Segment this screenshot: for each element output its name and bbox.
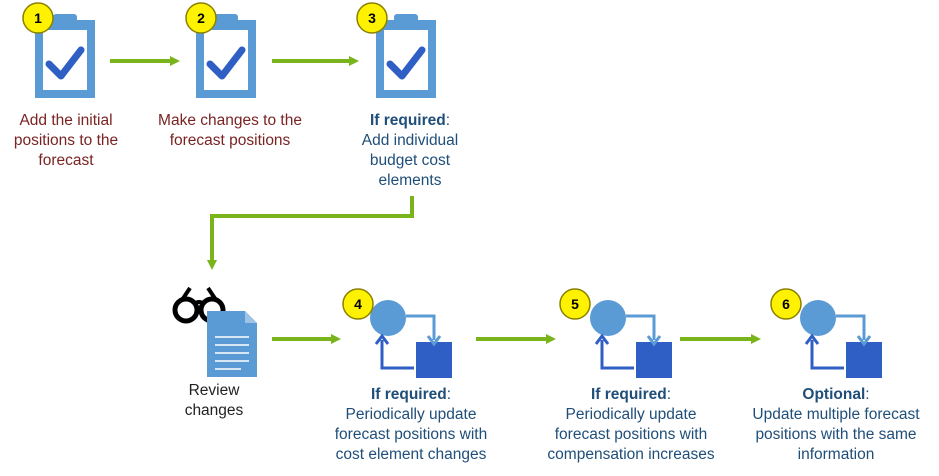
step-badge: 4: [342, 288, 374, 320]
caption-line: information: [797, 446, 875, 463]
step-6-caption: Optional: Update multiple forecast posit…: [738, 385, 934, 465]
step-badge: 1: [22, 2, 54, 34]
caption-line: compensation increases: [547, 446, 715, 463]
step-badge: 2: [185, 2, 217, 34]
svg-text:3: 3: [368, 10, 376, 26]
document-icon: [207, 311, 257, 377]
cycle-update-icon: [370, 300, 452, 378]
caption-line: forecast: [38, 152, 94, 169]
caption-line: Make changes to the: [158, 112, 302, 129]
step-badge: 6: [770, 288, 802, 320]
caption-line: changes: [184, 402, 244, 419]
svg-text:2: 2: [197, 10, 205, 26]
caption-line: positions to the: [13, 132, 119, 149]
caption-heading: If required: [590, 386, 667, 403]
caption-line: Add the initial: [19, 112, 113, 129]
caption-heading: If required: [369, 112, 446, 129]
svg-text:4: 4: [354, 296, 362, 312]
caption-line: cost element changes: [335, 446, 487, 463]
caption-line: elements: [378, 172, 442, 189]
caption-line: forecast positions with: [334, 426, 488, 443]
step-2-caption: Make changes to the forecast positions: [142, 111, 318, 151]
caption-line: Periodically update: [345, 406, 477, 423]
caption-line: positions with the same: [755, 426, 917, 443]
caption-heading: Optional: [802, 386, 866, 403]
caption-line: forecast positions with: [554, 426, 708, 443]
step-4-caption: If required: Periodically update forecas…: [316, 385, 506, 465]
svg-text:5: 5: [571, 296, 579, 312]
review-caption: Review changes: [168, 381, 260, 421]
caption-line: Review: [188, 382, 240, 399]
svg-text:1: 1: [34, 10, 42, 26]
svg-text:6: 6: [782, 296, 790, 312]
step-3-caption: If required: Add individual budget cost …: [346, 111, 474, 191]
caption-line: Update multiple forecast: [752, 406, 920, 423]
caption-line: forecast positions: [169, 132, 291, 149]
clipboard-check-icon: [376, 14, 436, 98]
clipboard-check-icon: [196, 14, 256, 98]
cycle-update-icon: [590, 300, 672, 378]
step-1-caption: Add the initial positions to the forecas…: [4, 111, 128, 171]
caption-heading: If required: [370, 386, 447, 403]
caption-line: Add individual: [361, 132, 459, 149]
caption-line: budget cost: [369, 152, 451, 169]
flow-arrow: [207, 196, 414, 270]
step-badge: 3: [356, 2, 388, 34]
clipboard-check-icon: [35, 14, 95, 98]
caption-line: Periodically update: [565, 406, 697, 423]
step-badge: 5: [559, 288, 591, 320]
cycle-update-icon: [800, 300, 882, 378]
step-5-caption: If required: Periodically update forecas…: [536, 385, 726, 465]
